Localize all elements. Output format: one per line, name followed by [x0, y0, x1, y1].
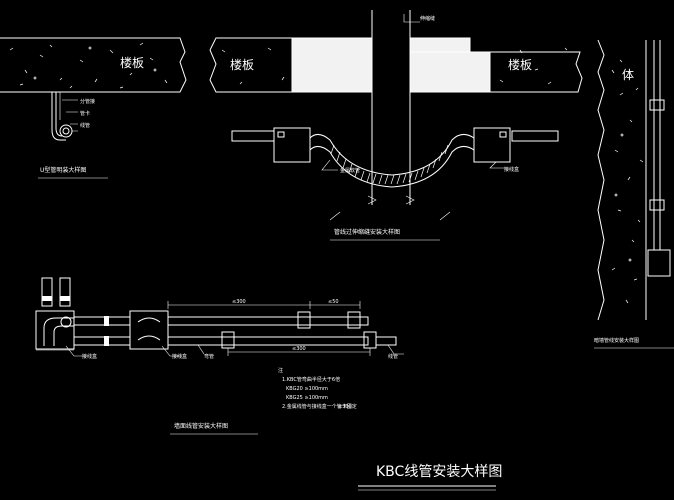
wall-break-line: [597, 39, 605, 321]
clamp-top-1: [297, 311, 311, 329]
slab-outline-left: [0, 37, 187, 93]
run-clamp-2: [104, 336, 109, 346]
conduit-long-bottom: [167, 336, 369, 346]
joint-label: 伸缩缝: [420, 15, 435, 22]
part-label-2: 管卡: [80, 110, 90, 117]
leader-box-mid: [161, 345, 182, 357]
wall-junction-box: [647, 249, 671, 277]
wall-label: 体: [622, 68, 634, 82]
main-title: KBC线管安装大样图: [376, 464, 502, 480]
detail-surface-conduit: ≤300 ≤50 ≤300 接线盒 接线盒 弯管 线管 注 1.KBC管弯曲半径…: [35, 277, 404, 435]
note-0: 注: [278, 367, 283, 374]
pipe-right: [511, 130, 559, 142]
wall-hatch: [611, 59, 644, 304]
dim-ticks-bottom: [227, 348, 371, 356]
label-box-left: 接线盒: [82, 353, 97, 360]
hose-label: 金属软管: [340, 167, 360, 174]
box-screw-2: [499, 131, 507, 138]
conduit-run-1: [73, 316, 131, 326]
wall-clamp-top: [649, 99, 665, 111]
label-tube: 线管: [388, 353, 398, 360]
flexible-hose-bottom: [309, 146, 475, 188]
dim-top-2: ≤50: [328, 299, 339, 305]
label-bend: 弯管: [204, 353, 214, 360]
dim-top-1: ≤300: [232, 299, 246, 305]
note-1: 1.KBC管弯曲半径大于6倍: [282, 376, 340, 383]
junction-box-left: [273, 127, 311, 163]
u-conduit: [51, 92, 66, 141]
box-label: 接线盒: [504, 166, 519, 173]
part-label-3: 线管: [80, 122, 90, 129]
caption-detail4: 墙面线管安装大样图: [174, 422, 228, 430]
leader-lines-1: [62, 99, 78, 132]
main-title-block: KBC线管安装大样图: [358, 464, 502, 491]
run-clamp-1: [104, 316, 109, 326]
dim-ticks-top: [167, 301, 361, 309]
note-5: ≤300: [338, 404, 352, 410]
riser-clamp-right: [60, 296, 70, 301]
riser-clamp-left: [42, 296, 52, 301]
corner-bend: [43, 317, 74, 346]
white-fill-left: [292, 38, 372, 92]
bend-circle: [60, 316, 72, 328]
slab-outline-center-right: [489, 51, 583, 93]
leader-bend: [197, 344, 205, 355]
joint-leader: [403, 14, 420, 23]
junction-box-right: [473, 127, 511, 163]
riser-left: [41, 277, 53, 307]
pipe-clamp: [59, 124, 73, 138]
caption-detail1: U型管明装大样图: [40, 166, 86, 174]
box-leader: [489, 161, 506, 169]
label-box-mid: 接线盒: [172, 353, 187, 360]
conduit-run-2: [73, 336, 131, 346]
slab-label-left: 楼板: [120, 55, 144, 70]
leader-tube: [387, 344, 404, 355]
white-fill-cap: [410, 38, 470, 52]
clamp-bottom-2: [363, 331, 377, 349]
conduit-end: [375, 336, 397, 346]
note-2: KBG20 ≥100mm: [286, 386, 328, 392]
leader-box-left: [65, 345, 84, 357]
box-wires: [137, 317, 161, 341]
conduit-section: [62, 127, 70, 135]
hose-leader: [321, 159, 338, 171]
caption-detail3: 暗墙管线安装大样图: [594, 337, 639, 344]
detail-wall: 体 暗墙管线安装大样图: [594, 39, 674, 349]
detail-expansion-joint: 楼板 楼板 伸缩缝 金属软管 接线盒 管线过伸缩缝安装大样图: [209, 10, 583, 241]
corner-box: [35, 310, 75, 350]
pipe-left: [231, 130, 275, 142]
flexible-hose-top: [309, 134, 475, 176]
detail-u-conduit: 楼板 分管接 管卡 线管 U型管明装大样图: [0, 37, 187, 179]
part-label-1: 分管接: [80, 98, 95, 105]
clamp-top-2: [347, 311, 361, 329]
slab-label-center-left: 楼板: [230, 57, 254, 72]
box-screw-1: [277, 131, 285, 138]
riser-right: [59, 277, 71, 307]
break-marks: [367, 195, 415, 205]
conduit-long-top: [167, 316, 369, 326]
caption-ticks: [329, 211, 451, 221]
caption-detail2: 管线过伸缩缝安装大样图: [334, 228, 400, 236]
hose-corrugation: [330, 144, 449, 185]
junction-box-mid: [129, 310, 169, 350]
note-4: 2.金属线管与接线盒一个管卡固定: [282, 403, 357, 410]
dim-bottom: ≤300: [292, 346, 306, 352]
note-3: KBG25 ≥100mm: [286, 395, 328, 401]
clamp-bottom-1: [221, 331, 235, 349]
white-fill-right: [410, 52, 490, 92]
slab-hatch-left: [9, 42, 168, 89]
wall-clamp-mid: [649, 199, 665, 211]
slab-label-center-right: 楼板: [508, 57, 532, 72]
